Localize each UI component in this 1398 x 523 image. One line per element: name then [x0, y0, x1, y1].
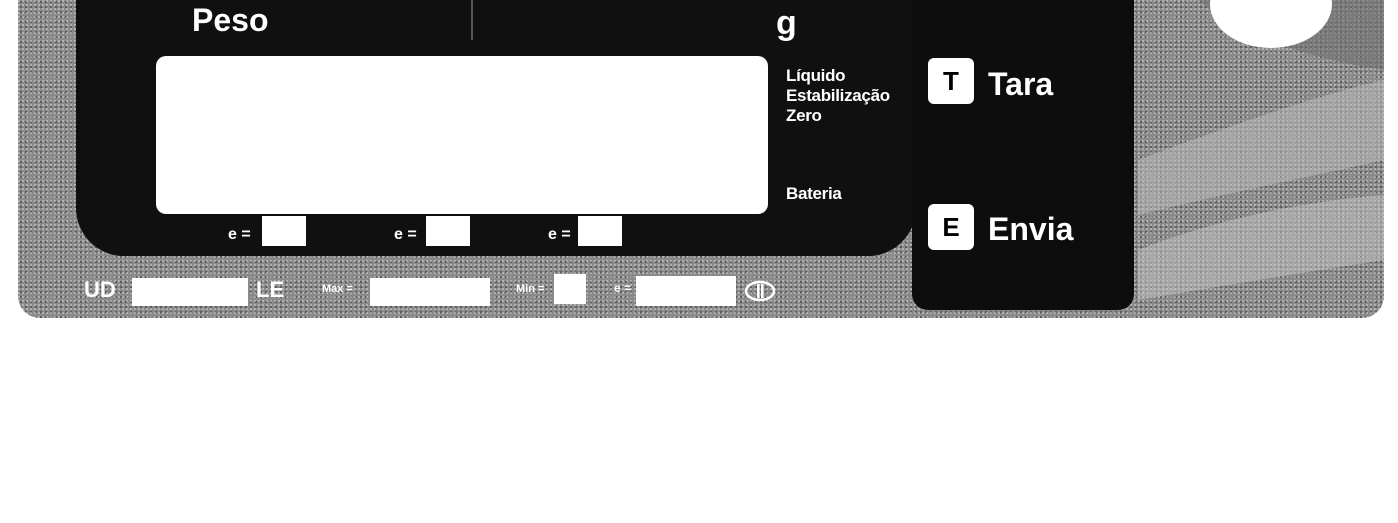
lcd-screen: [156, 56, 768, 214]
indicator-liquido: Líquido: [786, 66, 846, 85]
ud-value-box: [132, 278, 248, 306]
display-divider: [471, 0, 473, 40]
envia-key-button[interactable]: E: [928, 204, 974, 250]
tara-label: Tara: [988, 66, 1054, 102]
scale-front-panel: Peso g Líquido Estabilização Zero Bateri…: [18, 0, 1384, 318]
unit-label: g: [776, 4, 797, 42]
e-value-box-bottom: [636, 276, 736, 306]
min-label: Min =: [516, 283, 545, 295]
indicator-zero: Zero: [786, 106, 822, 125]
ud-label: UD: [84, 277, 116, 302]
inmetro-logo-icon: [744, 280, 776, 302]
weight-display: Peso g Líquido Estabilização Zero Bateri…: [76, 0, 916, 256]
min-value-box: [554, 274, 586, 304]
e-value-box-1: [262, 216, 306, 246]
e-value-box-2: [426, 216, 470, 246]
indicator-estabilizacao: Estabilização: [786, 86, 890, 105]
max-value-box: [370, 278, 490, 306]
e-label-3: e =: [548, 226, 571, 243]
indicator-bateria: Bateria: [786, 184, 842, 203]
e-label-2: e =: [394, 226, 417, 243]
tara-key-button[interactable]: T: [928, 58, 974, 104]
le-label: LE: [256, 277, 285, 302]
e-label-bottom: e =: [614, 281, 632, 295]
e-value-box-3: [578, 216, 622, 246]
weight-label: Peso: [192, 2, 269, 38]
e-label-1: e =: [228, 226, 251, 243]
key-panel: T Tara E Envia: [912, 0, 1134, 310]
envia-label: Envia: [988, 211, 1074, 247]
max-label: Max =: [322, 283, 353, 295]
